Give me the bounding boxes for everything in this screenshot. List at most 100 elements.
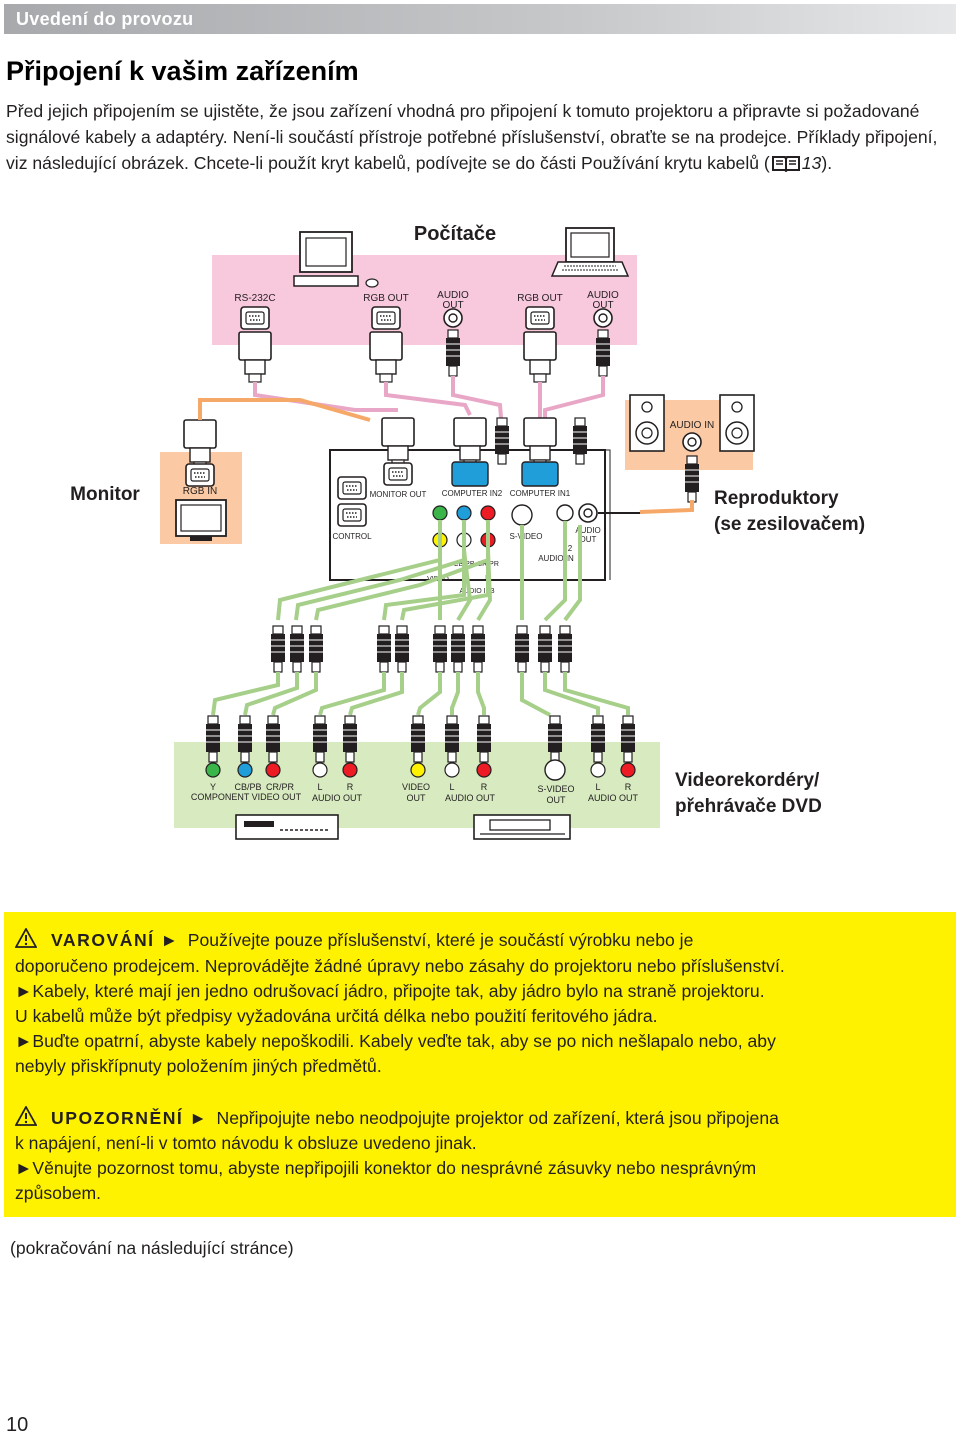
lower-video-cables xyxy=(211,672,630,717)
port-label-control: CONTROL xyxy=(332,532,372,541)
port-label-s-video: S-VIDEO xyxy=(510,532,543,541)
warning-line-4: U kabelů může být předpisy vyžadována ur… xyxy=(15,1006,658,1026)
port-label-rs232c: RS-232C xyxy=(234,293,275,304)
device-label-r1: R xyxy=(347,782,354,792)
arrow-icon: ► xyxy=(189,1108,217,1128)
page-reference[interactable]: 13 xyxy=(801,153,822,173)
monitor-rgb-in-port-icon xyxy=(185,463,215,487)
rgb-out-port-icon xyxy=(371,306,401,330)
intro-text: Před jejich připojením se ujistěte, že j… xyxy=(6,101,938,173)
port-label-audio-out-b: OUT xyxy=(580,535,597,544)
device-label-component: COMPONENT VIDEO OUT xyxy=(191,792,302,802)
dvd-player-icon xyxy=(235,814,339,840)
port-label-monitor-out: MONITOR OUT xyxy=(370,490,427,499)
device-label-cb: CB/PB xyxy=(234,782,261,792)
device-label-svideo-a: S-VIDEO xyxy=(537,784,574,794)
device-label-video-b: OUT xyxy=(407,793,427,803)
device-jacks xyxy=(205,759,636,781)
y-jack-icon xyxy=(432,505,448,521)
intro-paragraph: Před jejich připojením se ujistěte, že j… xyxy=(6,98,946,176)
port-label-rgb-in: RGB IN xyxy=(183,486,217,497)
caution-text-1: Nepřipojujte nebo neodpojujte projektor … xyxy=(216,1108,779,1128)
warning-icon xyxy=(15,928,37,948)
control-port-icon xyxy=(337,503,367,527)
caution-line-3: ►Věnujte pozornost tomu, abyste nepřipoj… xyxy=(15,1158,757,1178)
rgb-out-port-icon xyxy=(525,306,555,330)
port-label-audio-out-1a: AUDIO xyxy=(437,290,469,301)
monitor-out-port-icon xyxy=(383,462,413,486)
device-label-svideo-b: OUT xyxy=(547,795,567,805)
page-title: Připojení k vašim zařízením xyxy=(6,56,359,86)
video-devices-label-line2: přehrávače DVD xyxy=(675,796,822,817)
device-label-audio-out-3: AUDIO OUT xyxy=(588,793,639,803)
audio-out-jack-icon xyxy=(443,308,463,328)
serial-plug-icon xyxy=(238,331,272,383)
warning-title: VAROVÁNÍ xyxy=(51,930,155,950)
device-label-r2: R xyxy=(481,782,488,792)
cb-jack-icon xyxy=(456,505,472,521)
port-label-computer-in2: COMPUTER IN2 xyxy=(442,489,503,498)
laptop-computer-icon xyxy=(550,227,630,277)
monitor-cable xyxy=(198,398,371,422)
audio-plug-icon xyxy=(595,329,611,377)
speaker-right-icon xyxy=(719,394,755,452)
port-label-audio-out-a: AUDIO xyxy=(575,526,600,535)
port-label-audio-in3: AUDIO IN3 xyxy=(459,588,494,595)
rs232c-port-icon xyxy=(240,306,270,330)
device-label-cr: CR/PR xyxy=(266,782,295,792)
vcr-icon xyxy=(473,814,571,840)
device-label-r3: R xyxy=(625,782,632,792)
video-devices-label-line1: Videorekordéry/ xyxy=(675,770,820,791)
computers-label: Počítače xyxy=(414,223,496,245)
computer-in2-port-icon xyxy=(451,461,489,487)
warning-box: VAROVÁNÍ► Používejte pouze příslušenství… xyxy=(4,912,956,1217)
speakers-label-line1: Reproduktory xyxy=(714,488,839,509)
port-label-audio-in-number: 2 xyxy=(568,544,573,553)
port-label-rgb-out-2: RGB OUT xyxy=(517,293,563,304)
audio-out-jack-icon xyxy=(578,503,598,523)
port-label-audio-in: AUDIO IN xyxy=(538,554,574,563)
warning-line-6: nebyly přiskřípnuty položením jiných pře… xyxy=(15,1056,382,1076)
port-label-audio-out-2a: AUDIO xyxy=(587,290,619,301)
port-label-rgb-out-1: RGB OUT xyxy=(363,293,409,304)
desktop-computer-icon xyxy=(293,231,379,288)
warning-text-1: Používejte pouze příslušenství, které je… xyxy=(187,930,694,950)
vga-plug-icon xyxy=(523,331,557,383)
speaker-left-icon xyxy=(629,394,665,452)
device-label-video-a: VIDEO xyxy=(402,782,430,792)
vga-plug-icon xyxy=(369,331,403,383)
monitor-icon xyxy=(175,499,227,541)
device-label-audio-out-2: AUDIO OUT xyxy=(445,793,496,803)
port-label-computer-in1: COMPUTER IN1 xyxy=(510,489,571,498)
continued-note: (pokračování na následující stránce) xyxy=(10,1238,294,1258)
device-label-y: Y xyxy=(210,782,216,792)
warning-line-2: doporučeno prodejcem. Neprovádějte žádné… xyxy=(15,956,785,976)
page-number: 10 xyxy=(6,1414,29,1436)
connection-diagram: Počítače RS-232C RGB OUT AUDIO OUT RGB O… xyxy=(70,223,865,840)
speakers-label-line2: (se zesilovačem) xyxy=(714,514,865,535)
warning-line-3: ►Kabely, které mají jen jedno odrušovací… xyxy=(15,981,765,1001)
cr-jack-icon xyxy=(480,505,496,521)
speaker-audio-in-jack-icon xyxy=(682,432,702,452)
upper-plug-row xyxy=(270,625,573,673)
monitor-label: Monitor xyxy=(70,484,140,505)
audio-plug-icon xyxy=(445,329,461,377)
speaker-audio-plug-icon xyxy=(684,455,700,503)
section-header-bar: Uvedení do provozu xyxy=(4,4,956,34)
caution-title: UPOZORNĚNÍ xyxy=(51,1108,184,1128)
device-label-l1: L xyxy=(317,782,322,792)
port-label-audio-in-speaker: AUDIO IN xyxy=(670,420,714,431)
section-title: Uvedení do provozu xyxy=(16,9,194,29)
device-label-l2: L xyxy=(449,782,454,792)
device-label-l3: L xyxy=(595,782,600,792)
intro-tail: ). xyxy=(821,153,833,173)
caution-line-1: UPOZORNĚNÍ► Nepřipojujte nebo neodpojujt… xyxy=(15,1106,945,1131)
arrow-icon: ► xyxy=(160,930,188,950)
audio-in-jack-icon xyxy=(556,504,574,522)
warning-line-5: ►Buďte opatrní, abyste kabely nepoškodil… xyxy=(15,1031,776,1051)
caution-line-4: způsobem. xyxy=(15,1183,102,1203)
speaker-cable xyxy=(639,500,694,514)
control-plug-icon xyxy=(337,476,367,500)
device-label-audio-out-1: AUDIO OUT xyxy=(312,793,363,803)
caution-line-2: k napájení, není-li v tomto návodu k obs… xyxy=(15,1133,477,1153)
